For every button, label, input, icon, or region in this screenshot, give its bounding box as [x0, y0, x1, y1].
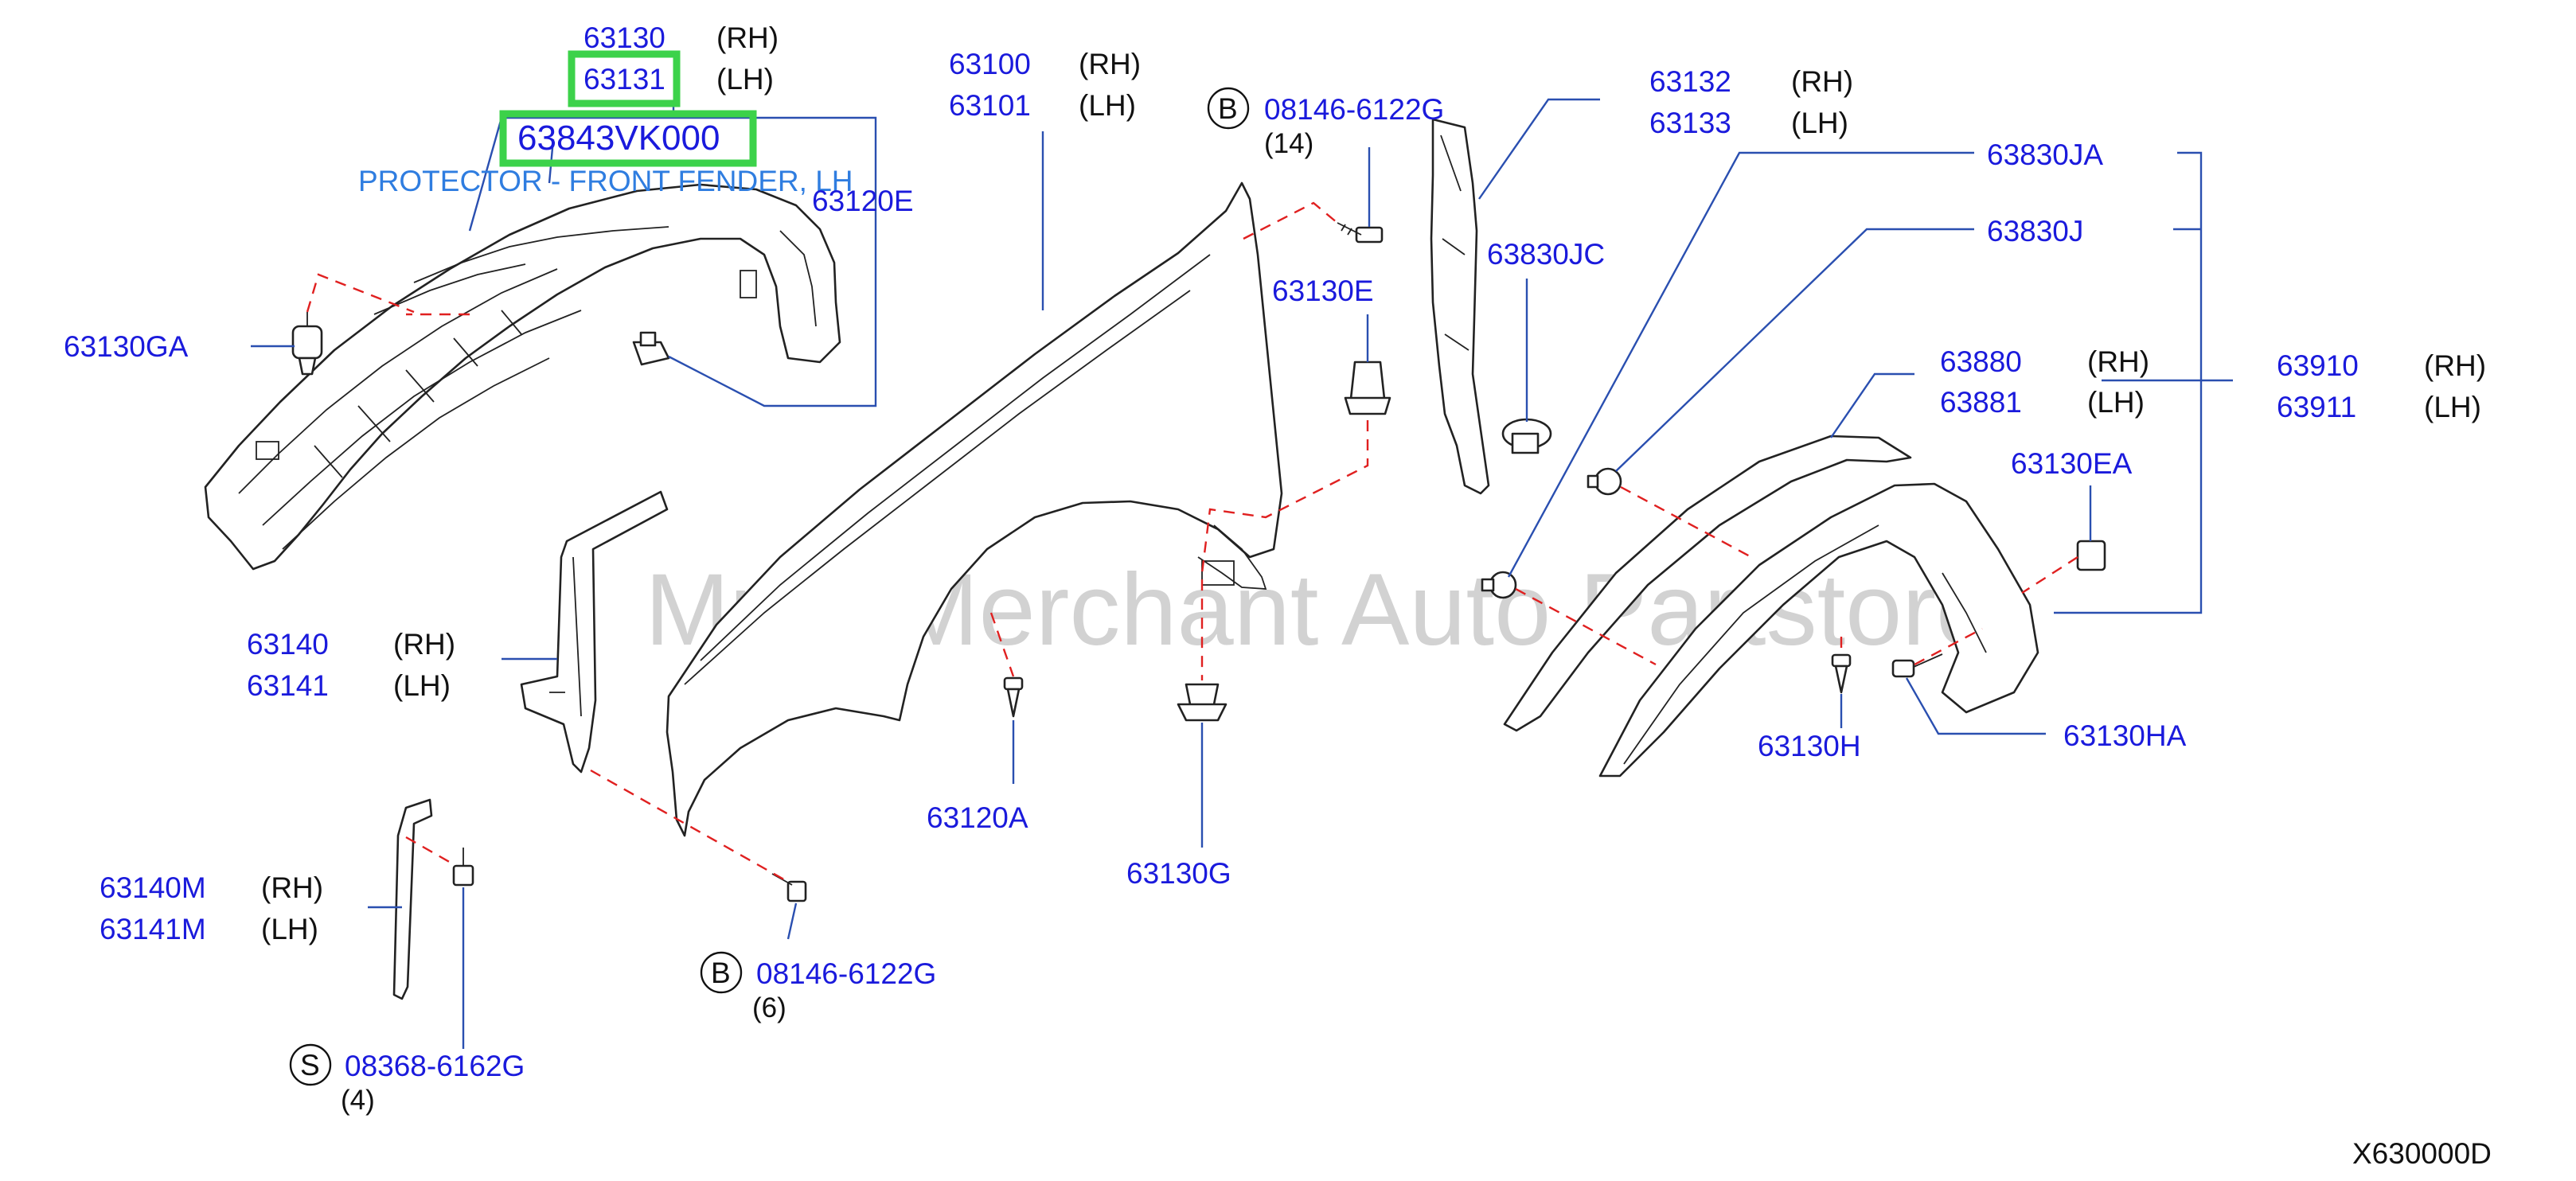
label-63830ja[interactable]: 63830JA: [1987, 138, 2103, 171]
label-63830jc[interactable]: 63830JC: [1487, 238, 1605, 271]
side-63140: (RH): [393, 628, 455, 661]
label-screw[interactable]: 08368-6162G: [345, 1050, 525, 1082]
label-63910[interactable]: 63910: [2277, 349, 2359, 382]
grommet-63830jc-drawing: [1501, 418, 1552, 454]
screw-63120a-drawing: [1003, 676, 1024, 718]
assembly-dashed-lines: [306, 201, 2078, 883]
label-63911[interactable]: 63911: [2277, 391, 2356, 423]
label-63130ha[interactable]: 63130HA: [2063, 719, 2187, 752]
label-63130e[interactable]: 63130E: [1272, 275, 1374, 307]
label-63830j[interactable]: 63830J: [1987, 215, 2083, 248]
label-63141m[interactable]: 63141M: [100, 913, 206, 945]
label-63130ga[interactable]: 63130GA: [64, 330, 189, 363]
side-63140m: (RH): [261, 871, 323, 904]
label-63130[interactable]: 63130: [584, 21, 665, 54]
side-63131: (LH): [716, 63, 774, 95]
label-63881[interactable]: 63881: [1940, 386, 2022, 419]
side-63101: (LH): [1079, 89, 1136, 122]
nut-63120e-drawing: [632, 331, 670, 366]
side-63881: (LH): [2087, 386, 2145, 419]
label-63140m[interactable]: 63140M: [100, 871, 206, 904]
screw-63130ha-drawing: [1891, 653, 1943, 678]
label-63141[interactable]: 63141: [247, 669, 329, 702]
screw-63130h-drawing: [1831, 653, 1852, 694]
fender-bracket-drawing: [520, 490, 669, 774]
screw-mark: S: [300, 1049, 320, 1082]
clip-63130ea-drawing: [2076, 540, 2106, 571]
side-63141m: (LH): [261, 913, 318, 945]
bracket-63140m-drawing: [392, 798, 433, 1000]
qty-bolt-bottom: (6): [752, 992, 786, 1023]
label-63130g[interactable]: 63130G: [1126, 857, 1231, 890]
side-63130: (RH): [716, 21, 779, 54]
bolt-top-drawing: [1337, 222, 1384, 244]
insulator-drawing: [1430, 118, 1490, 495]
part-labels: 63130 (RH) 63131 (LH) 63843VK000 PROTECT…: [64, 21, 2492, 1170]
label-bolt-top[interactable]: 08146-6122G: [1264, 93, 1444, 126]
label-highlighted-part[interactable]: 63843VK000: [517, 119, 720, 158]
leader-lines: [251, 98, 2233, 1049]
label-63133[interactable]: 63133: [1649, 107, 1731, 139]
highlight-box-63131: [568, 50, 681, 107]
label-63100[interactable]: 63100: [949, 48, 1031, 80]
highlight-box-63843vk000: [499, 110, 757, 167]
screw-08368-drawing: [452, 848, 474, 887]
label-63101[interactable]: 63101: [949, 89, 1031, 122]
clip-63130g-drawing: [1177, 683, 1228, 722]
bolt-bottom-drawing: [771, 873, 807, 902]
label-63140[interactable]: 63140: [247, 628, 329, 661]
label-63880[interactable]: 63880: [1940, 345, 2022, 378]
bolt-bottom-circle: [700, 951, 743, 994]
side-63880: (RH): [2087, 345, 2149, 378]
fender-protector-drawing: [204, 183, 841, 571]
clip-63830ja-drawing: [1481, 571, 1517, 599]
qty-screw: (4): [341, 1085, 375, 1116]
side-63141: (LH): [393, 669, 451, 702]
side-63911: (LH): [2424, 391, 2481, 423]
diagram-code: X630000D: [2352, 1137, 2492, 1170]
label-63130ea[interactable]: 63130EA: [2011, 447, 2133, 480]
side-63910: (RH): [2424, 349, 2486, 382]
label-63130h[interactable]: 63130H: [1758, 730, 1861, 762]
bolt-top-circle: [1207, 87, 1250, 130]
label-63120e[interactable]: 63120E: [812, 185, 914, 217]
clip-63130ga-drawing: [291, 312, 323, 376]
bolt-bottom-mark: B: [711, 957, 731, 989]
fender-moulding-drawing: [1503, 435, 2039, 778]
label-63132[interactable]: 63132: [1649, 65, 1731, 98]
side-63132: (RH): [1791, 65, 1853, 98]
qty-bolt-top: (14): [1264, 128, 1313, 159]
clip-63130e-drawing: [1344, 361, 1391, 415]
label-63120a[interactable]: 63120A: [927, 801, 1028, 834]
side-63100: (RH): [1079, 48, 1141, 80]
front-fender-drawing: [665, 181, 1283, 837]
side-63133: (LH): [1791, 107, 1848, 139]
screw-circle: [289, 1043, 332, 1086]
label-63131[interactable]: 63131: [584, 63, 665, 95]
clip-63830j-drawing: [1587, 467, 1622, 496]
bolt-top-mark: B: [1218, 92, 1238, 125]
label-bolt-bottom[interactable]: 08146-6122G: [756, 957, 936, 990]
highlighted-part-description: PROTECTOR - FRONT FENDER, LH: [358, 165, 853, 197]
